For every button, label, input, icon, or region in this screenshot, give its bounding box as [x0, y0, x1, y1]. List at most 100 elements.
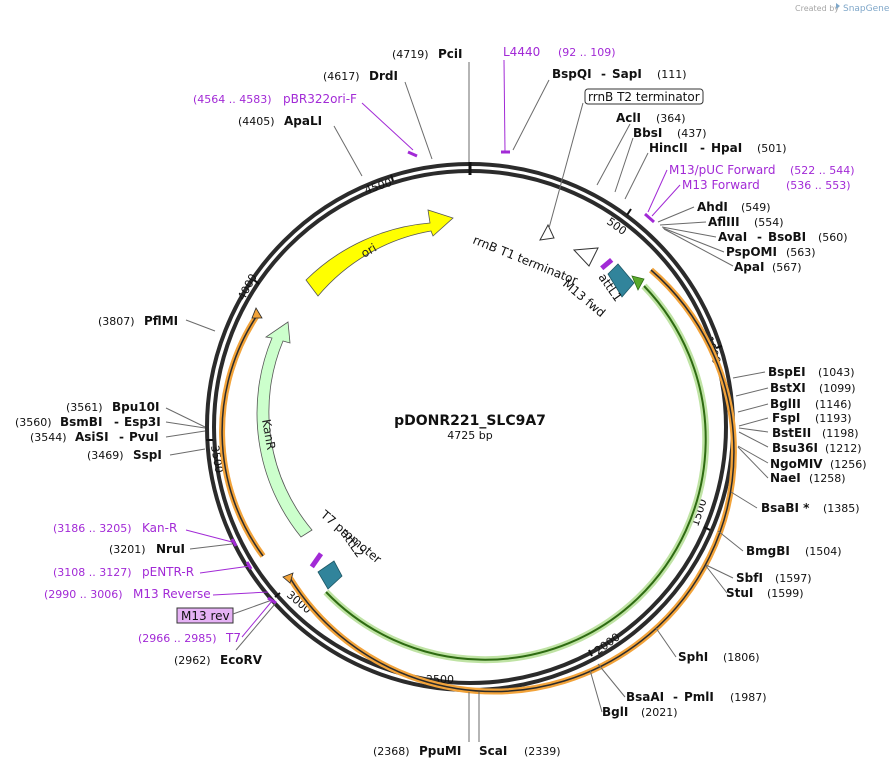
- kanr-arrow[interactable]: [256, 321, 313, 538]
- site-leader: [663, 228, 734, 267]
- ori-label: ori: [359, 241, 380, 261]
- ori-arrow[interactable]: [305, 209, 454, 297]
- snapgene-name: SnapGene: [843, 4, 890, 14]
- site-pflmi[interactable]: (3807) PflMI: [98, 314, 178, 328]
- site-nrui-pos: (3201): [109, 543, 146, 556]
- site-stui[interactable]: StuI (1599): [726, 586, 804, 600]
- site-ngomiv[interactable]: NgoMIV (1256): [770, 457, 867, 471]
- primer-m13-forward[interactable]: M13 Forward (536 .. 553): [644, 178, 851, 224]
- site-afliii-name: AflIII: [708, 215, 740, 229]
- rrnb-t1-arrow[interactable]: [572, 247, 599, 267]
- m13-rev-leader: [232, 599, 273, 615]
- site-pcii[interactable]: (4719) PciI: [392, 47, 463, 61]
- site-afliii[interactable]: AflIII (554): [708, 215, 784, 229]
- site-bmgbi[interactable]: BmgBI (1504): [746, 544, 842, 558]
- rrnb-t1-feature[interactable]: rrnB T1 terminator: [471, 233, 599, 288]
- m13-rev-box[interactable]: [176, 607, 234, 624]
- site-esp3i-name: Esp3I: [124, 415, 161, 429]
- site-bstxi[interactable]: BstXI (1099): [770, 381, 856, 395]
- kanr-orange-arc-core: [221, 313, 264, 557]
- site-bsabi[interactable]: BsaBI * (1385): [761, 501, 860, 515]
- kanr-label: KanR: [259, 418, 278, 451]
- site-asisi-pos: (3544): [30, 431, 67, 444]
- site-hpai-name: HpaI: [711, 141, 742, 155]
- site-naei[interactable]: NaeI (1258): [770, 471, 846, 485]
- primer-m13-puc-forward[interactable]: M13/pUC Forward (522 .. 544): [647, 163, 855, 213]
- primer-m13-puc-forward-range: (522 .. 544): [790, 164, 855, 177]
- site-fspi[interactable]: FspI (1193): [772, 411, 852, 425]
- site-bspei[interactable]: BspEI (1043): [768, 365, 855, 379]
- primer-l4440-range: (92 .. 109): [558, 46, 616, 59]
- site-bglii[interactable]: BglII (1146): [770, 397, 852, 411]
- site-bsu36i[interactable]: Bsu36I (1212): [772, 441, 862, 455]
- site-drdi[interactable]: (4617) DrdI: [323, 69, 398, 83]
- primer-m13-forward-range: (536 .. 553): [786, 179, 851, 192]
- site-leader: [737, 403, 769, 413]
- primer-kan-r[interactable]: (3186 .. 3205) Kan-R: [53, 521, 238, 547]
- site-pvui-name: PvuI: [129, 430, 159, 444]
- primer-m13-puc-forward-leader: [647, 169, 668, 213]
- site-leader: [165, 430, 206, 438]
- site-apai[interactable]: ApaI (567): [734, 260, 802, 274]
- primer-t7[interactable]: (2966 .. 2985) T7: [138, 596, 277, 645]
- site-bpu10i-pos: (3561): [66, 401, 103, 414]
- rrnb-t2-label: rrnB T2 terminator: [588, 90, 700, 104]
- site-ppumi[interactable]: (2368) PpuMI: [373, 744, 461, 758]
- ori-feature[interactable]: ori: [305, 209, 454, 297]
- site-bsaai-pmli[interactable]: BsaAI - PmlI (1987): [626, 690, 767, 704]
- plasmid-name: pDONR221_SLC9A7: [394, 413, 546, 429]
- site-bsabi-pos: (1385): [823, 502, 860, 515]
- site-sbfi[interactable]: SbfI (1597): [736, 571, 812, 585]
- primer-pbr322ori-f-range: (4564 .. 4583): [193, 93, 272, 106]
- kanr-feature[interactable]: KanR: [256, 321, 313, 538]
- site-pcii-pos: (4719): [392, 48, 429, 61]
- site-leader: [738, 427, 769, 433]
- rrnb-t2-feature[interactable]: rrnB T2 terminator: [539, 88, 704, 241]
- site-apali[interactable]: (4405) ApaLI: [238, 114, 322, 128]
- attl1-arrow[interactable]: [607, 263, 635, 298]
- site-sphi[interactable]: SphI (1806): [678, 650, 760, 664]
- primer-pbr322ori-f[interactable]: (4564 .. 4583) pBR322ori-F: [193, 92, 418, 158]
- site-fspi-pos: (1193): [815, 412, 852, 425]
- attl1-feature[interactable]: attL1: [596, 263, 635, 304]
- site-bsmbi-esp3i[interactable]: (3560) BsmBI - Esp3I: [15, 415, 161, 429]
- primer-pentr-r[interactable]: (3108 .. 3127) pENTR-R: [53, 561, 253, 579]
- site-acli[interactable]: AclI (364): [616, 111, 686, 125]
- primer-l4440[interactable]: L4440 (92 .. 109): [501, 45, 616, 154]
- site-ahdi[interactable]: AhdI (549): [697, 200, 771, 214]
- t7-promoter-mark[interactable]: [309, 552, 324, 569]
- rrnb-t2-marker[interactable]: [539, 223, 555, 241]
- site-sphi-name: SphI: [678, 650, 708, 664]
- site-bpu10i[interactable]: (3561) Bpu10I: [66, 400, 159, 414]
- primer-pbr322ori-f-name: pBR322ori-F: [283, 92, 357, 106]
- attl2-arrow[interactable]: [317, 560, 343, 590]
- site-afliii-pos: (554): [754, 216, 784, 229]
- site-asisi-pvui[interactable]: (3544) AsiSI - PvuI: [30, 430, 159, 444]
- site-bbsi[interactable]: BbsI (437): [633, 126, 707, 140]
- site-avai-bsobi[interactable]: AvaI - BsoBI (560): [718, 230, 848, 244]
- site-ecorv-pos: (2962): [174, 654, 211, 667]
- site-sspi[interactable]: (3469) SspI: [87, 448, 162, 462]
- site-bgli[interactable]: BglI (2021): [602, 705, 678, 719]
- site-nrui[interactable]: (3201) NruI: [109, 542, 185, 556]
- site-bsteii-pos: (1198): [822, 427, 859, 440]
- m13-rev-feature[interactable]: M13 rev: [176, 599, 273, 624]
- tick-label: 500: [604, 215, 629, 238]
- snapgene-logo-icon: [836, 3, 840, 9]
- site-bpu10i-name: Bpu10I: [112, 400, 159, 414]
- rrnb-t2-label-box: [584, 88, 704, 105]
- insert-orange-arc: [287, 267, 737, 695]
- site-ecorv[interactable]: (2962) EcoRV: [174, 653, 263, 667]
- m13-fwd-primer-mark[interactable]: [600, 257, 614, 271]
- site-bspqi-sapi[interactable]: BspQI - SapI (111): [552, 67, 687, 81]
- site-hincii-hpai[interactable]: HincII - HpaI (501): [649, 141, 787, 155]
- site-pspomi[interactable]: PspOMI (563): [726, 245, 816, 259]
- site-dash: -: [700, 141, 705, 155]
- site-bsobi-name: BsoBI: [768, 230, 806, 244]
- site-bsteii[interactable]: BstEII (1198): [772, 426, 859, 440]
- insert-orange-arc-core: [289, 269, 735, 693]
- site-ngomiv-name: NgoMIV: [770, 457, 823, 471]
- primer-m13-reverse[interactable]: (2990 .. 3006) M13 Reverse: [44, 587, 269, 601]
- tick-mark: [626, 208, 632, 216]
- site-scai[interactable]: ScaI (2339): [479, 744, 561, 758]
